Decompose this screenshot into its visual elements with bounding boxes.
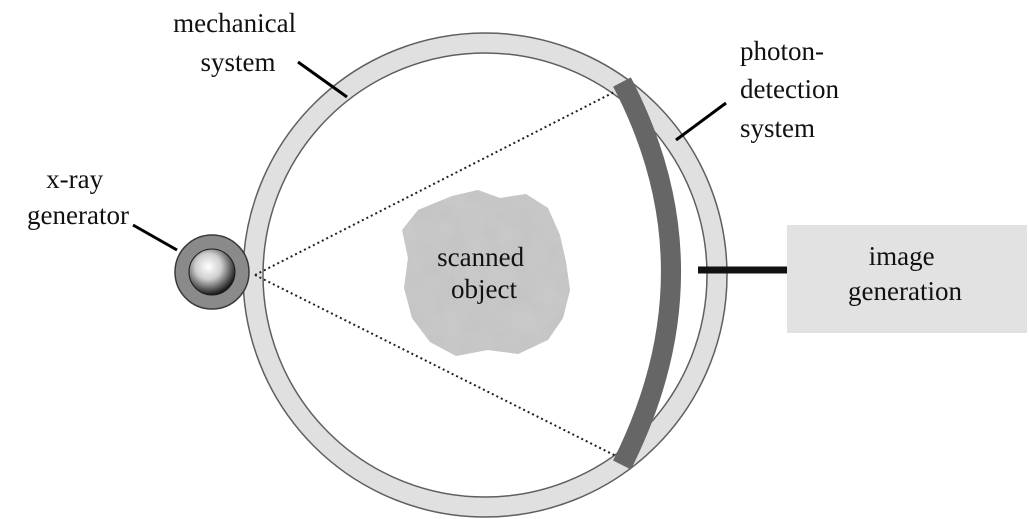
image-generation-label: image generation — [848, 241, 962, 306]
scanned-object-label: scanned object — [437, 242, 531, 304]
photon-detector-arc — [613, 77, 681, 470]
photon-leader — [675, 101, 727, 142]
mechanical-leader — [297, 60, 348, 99]
mechanical-system-label: mechanical system — [173, 8, 303, 77]
xray-source — [174, 234, 250, 310]
scanned-object-shape — [402, 190, 570, 356]
xray-generator-label: x-ray generator — [27, 164, 129, 230]
photon-detection-label: photon- detection system — [740, 36, 846, 143]
xray-leader — [132, 223, 178, 252]
image-generation-box — [787, 225, 1027, 333]
